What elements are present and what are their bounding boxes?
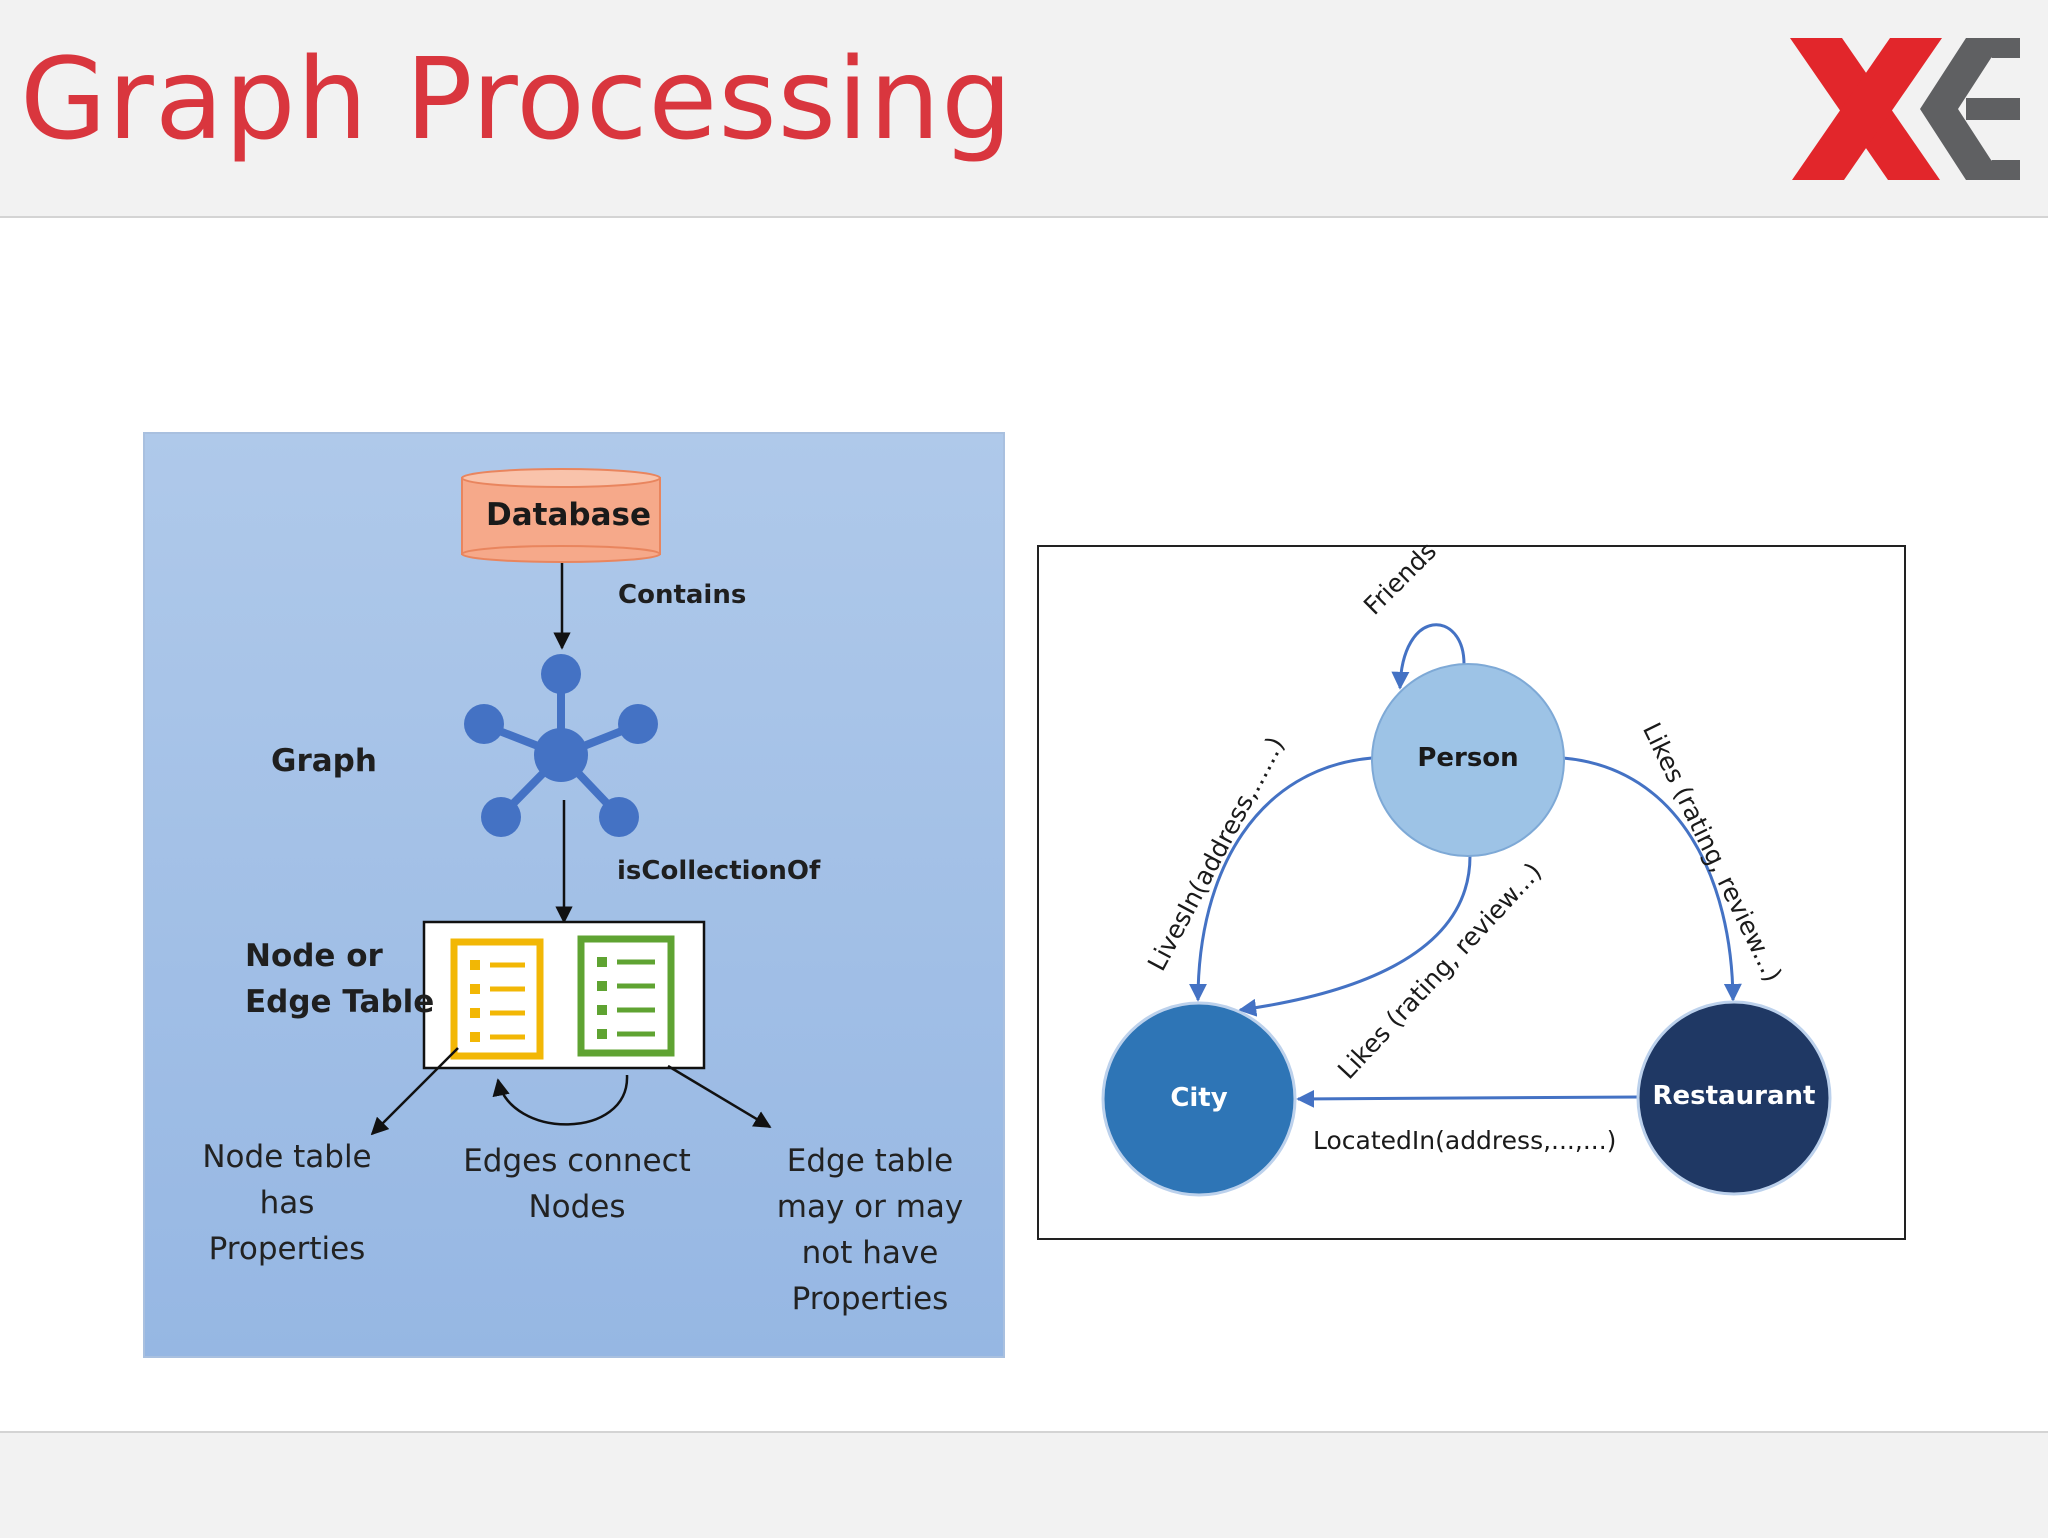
city-node-label: City: [1170, 1083, 1228, 1113]
edges-connect-arrow: [492, 1074, 629, 1126]
edge-table-icon: [577, 935, 675, 1057]
node-or-edge-label-line2: Edge Table: [245, 984, 435, 1020]
edges-connect-note-line: Edges connect: [463, 1143, 691, 1179]
edge-table-note-line: Edge table: [786, 1143, 954, 1179]
footer-band: [0, 1431, 2048, 1538]
database-cylinder: [461, 468, 661, 563]
located-in-edge-label: LocatedIn(address,...,...): [1313, 1126, 1617, 1155]
person-node-label: Person: [1417, 743, 1519, 773]
node-table-icon: [450, 938, 544, 1060]
edges-connect-note-line: Nodes: [528, 1189, 626, 1225]
edge-table-note-line: may or may: [776, 1189, 964, 1225]
edge-table-note: Edge table may or may not have Propertie…: [760, 1138, 980, 1322]
contains-label: Contains: [618, 580, 747, 610]
edge-table-note-line: Properties: [791, 1281, 949, 1317]
edges-connect-note: Edges connect Nodes: [452, 1138, 702, 1230]
logo-gray-chevron-a: [1920, 38, 2004, 180]
friends-edge: [1391, 623, 1466, 690]
tables-box: [422, 920, 706, 1070]
example-graph-panel: [1037, 545, 1906, 1240]
logo-gray-bar: [1966, 98, 2020, 120]
graph-label: Graph: [271, 743, 377, 779]
node-or-edge-label-line1: Node or: [245, 938, 383, 974]
logo-red-stroke-b: [1792, 38, 1942, 180]
logo-gray-chevron-b: [1978, 38, 2020, 58]
lives-in-edge: [1189, 756, 1373, 1002]
person-node: [1371, 663, 1565, 857]
slide-title: Graph Processing: [20, 35, 1014, 165]
node-table-note-line: Properties: [208, 1231, 366, 1267]
node-table-arrow: [370, 1047, 459, 1136]
graph-hub-icon: [464, 654, 658, 837]
is-collection-of-label: isCollectionOf: [617, 856, 821, 886]
located-in-edge: [1296, 1089, 1641, 1108]
logo-gray-chevron-c: [1978, 160, 2020, 180]
header-band: [0, 0, 2048, 218]
node-table-note: Node table has Properties: [187, 1134, 387, 1272]
node-table-note-line: Node table: [202, 1139, 372, 1175]
node-table-note-line: has: [259, 1185, 315, 1221]
database-label: Database: [486, 497, 651, 533]
restaurant-node-label: Restaurant: [1652, 1081, 1816, 1111]
city-node: [1101, 1001, 1297, 1197]
edge-table-note-line: not have: [801, 1235, 939, 1271]
schema-diagram-panel: [143, 432, 1005, 1358]
likes-restaurant-edge: [1562, 756, 1742, 1002]
edge-table-arrow: [667, 1064, 772, 1129]
likes-city-edge: [1238, 855, 1472, 1017]
logo-icon: [1790, 38, 2020, 180]
restaurant-node: [1636, 1000, 1832, 1196]
